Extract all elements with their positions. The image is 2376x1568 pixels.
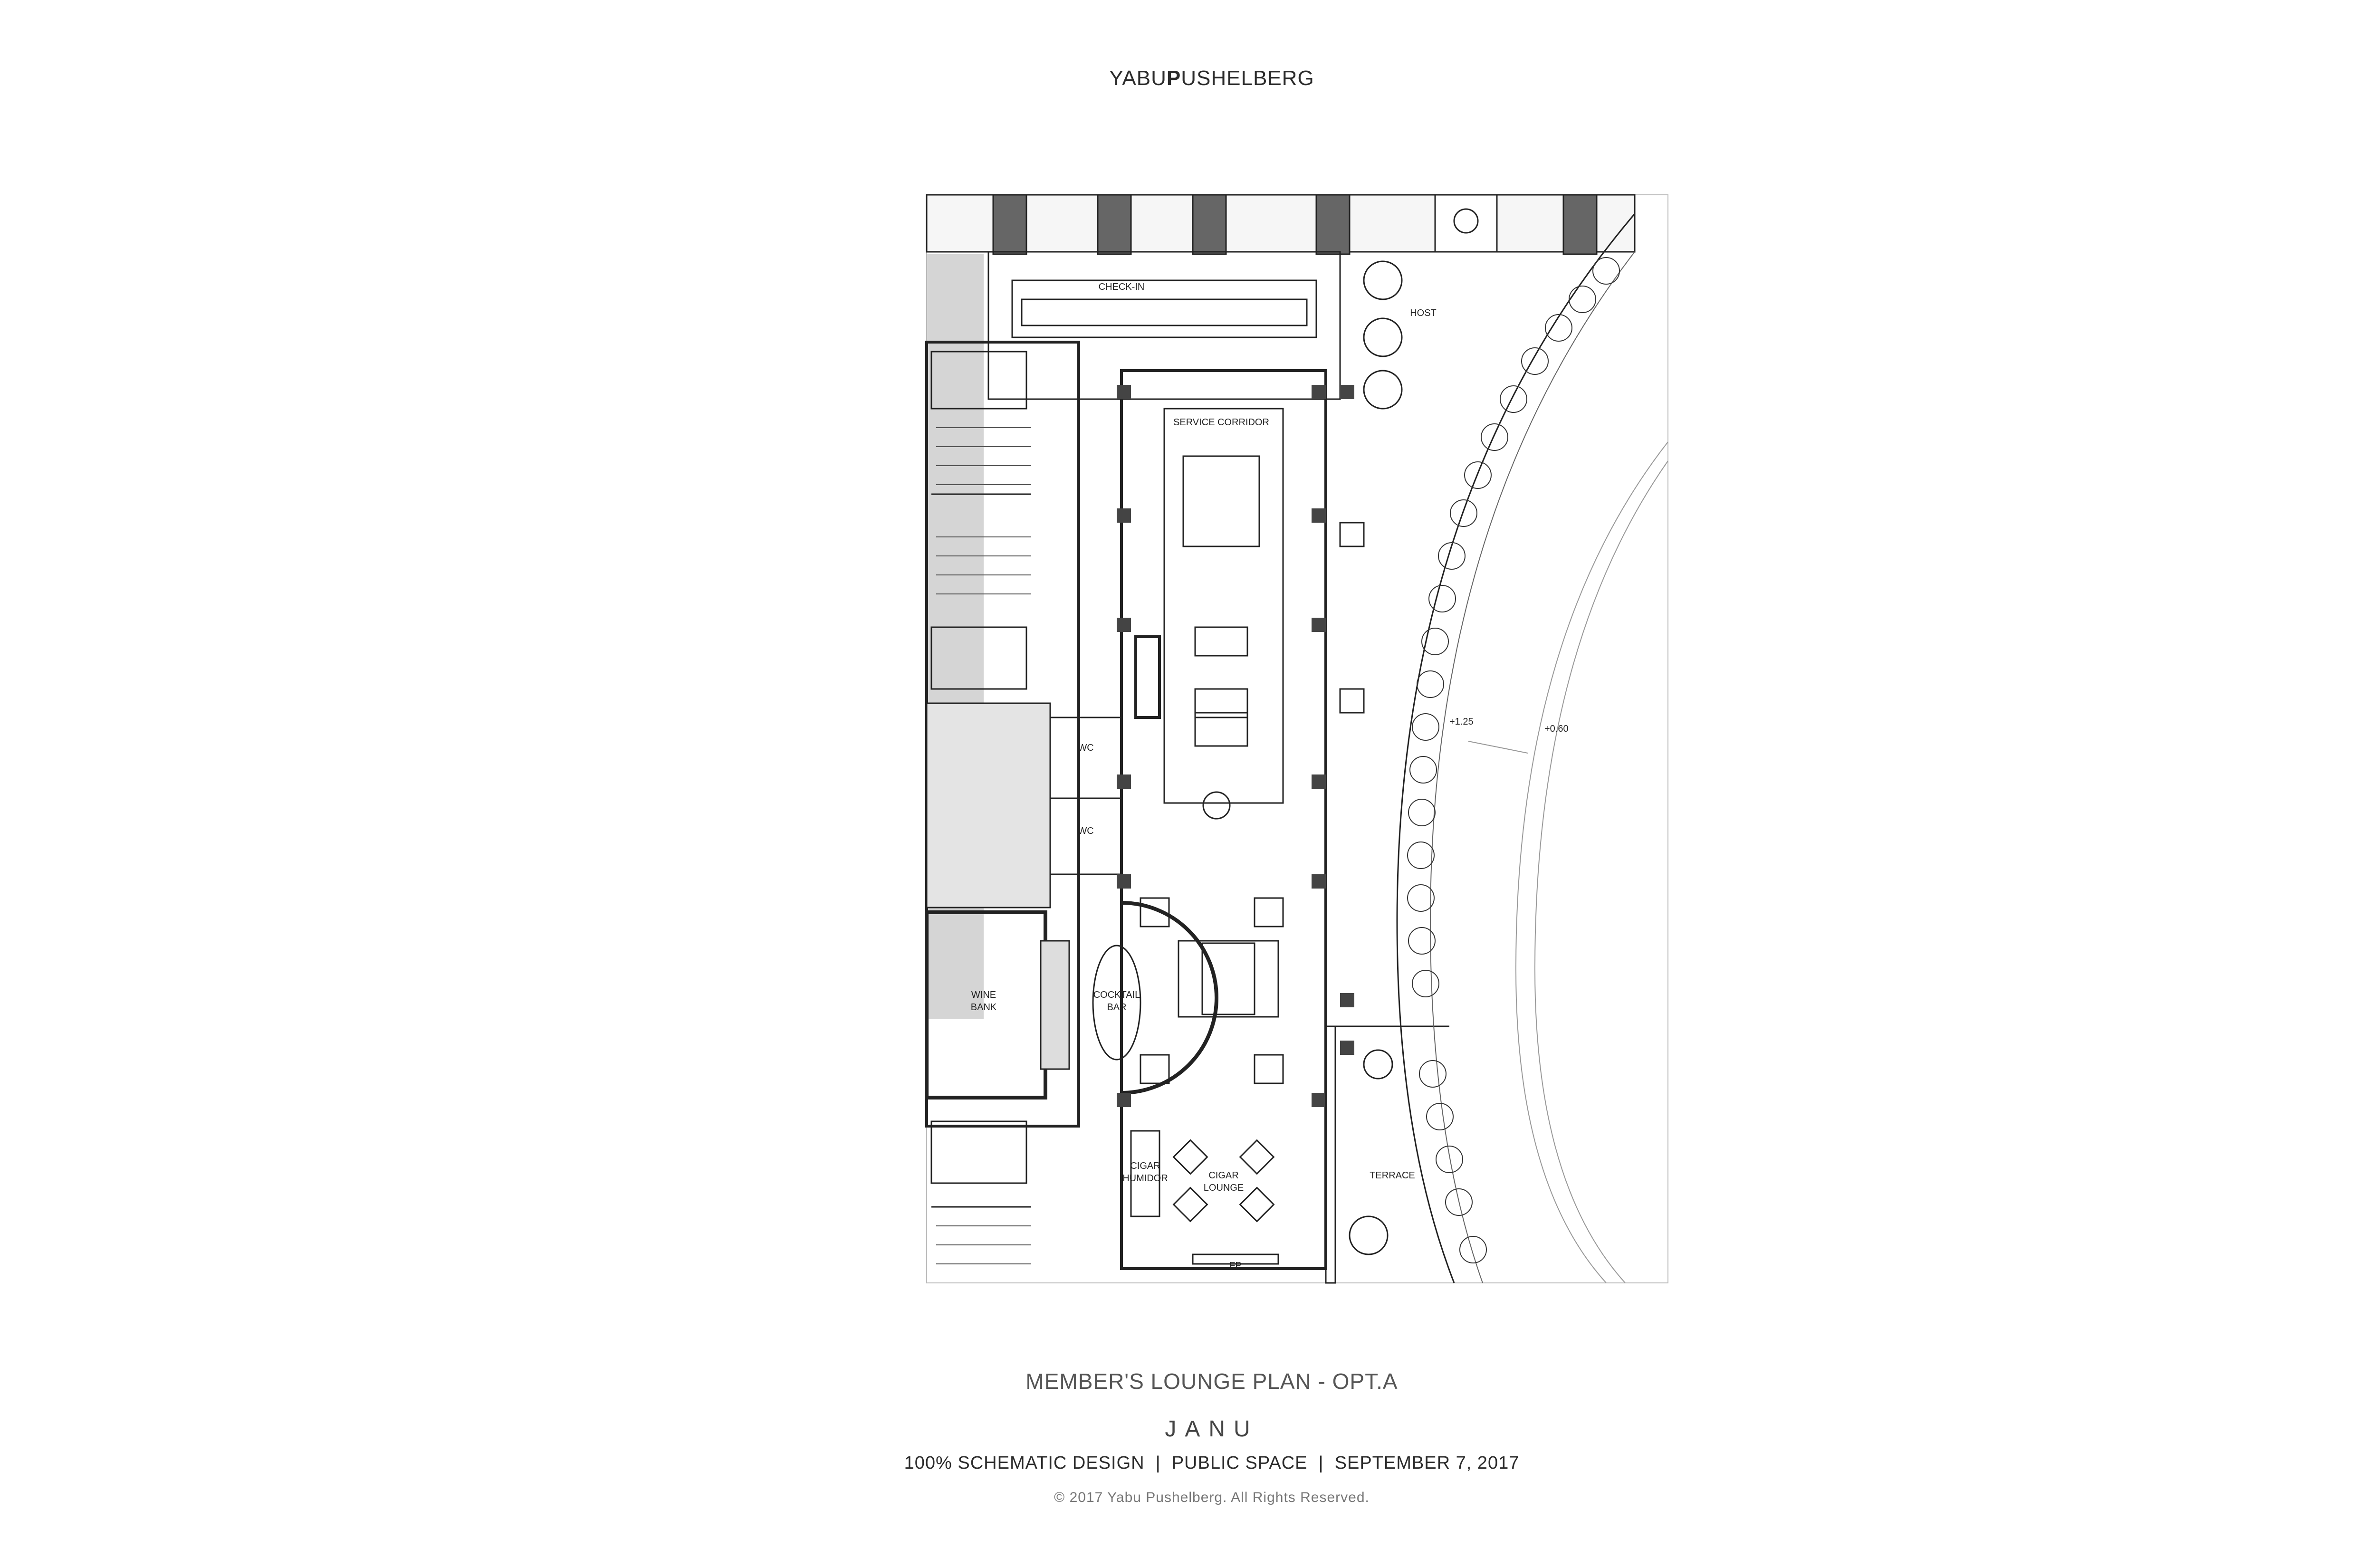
label-cigar-lounge-2: LOUNGE bbox=[1204, 1183, 1244, 1193]
label-level-1: +1.25 bbox=[1449, 717, 1474, 727]
plan-title: MEMBER'S LOUNGE PLAN - OPT.A bbox=[1025, 1369, 1398, 1394]
label-cocktail-bar-2: BAR bbox=[1107, 1002, 1126, 1013]
label-level-2: +0.60 bbox=[1544, 724, 1569, 734]
label-cigar-lounge-1: CIGAR bbox=[1208, 1170, 1238, 1181]
label-wc-2: WC bbox=[1078, 826, 1093, 836]
brand-logo: YABUPUSHELBERG bbox=[1109, 67, 1314, 90]
label-wine-bank-2: BANK bbox=[971, 1002, 997, 1013]
label-service-corridor: SERVICE CORRIDOR bbox=[1173, 417, 1269, 428]
label-fp: FP bbox=[1229, 1261, 1242, 1271]
label-cocktail-bar-1: COCKTAIL bbox=[1093, 990, 1140, 1000]
label-terrace: TERRACE bbox=[1370, 1170, 1415, 1181]
copyright-notice: © 2017 Yabu Pushelberg. All Rights Reser… bbox=[1054, 1490, 1370, 1505]
label-cigar-humidor-1: CIGAR bbox=[1130, 1161, 1160, 1171]
label-wine-bank-1: WINE bbox=[971, 990, 996, 1000]
label-wc-1: WC bbox=[1078, 743, 1093, 753]
plan-subtitle: 100% SCHEMATIC DESIGN | PUBLIC SPACE | S… bbox=[904, 1453, 1520, 1473]
label-check-in: CHECK-IN bbox=[1099, 282, 1145, 292]
label-cigar-humidor-2: HUMIDOR bbox=[1122, 1173, 1168, 1184]
floor-plan-drawing: CHECK-IN HOST SERVICE CORRIDOR WC WC WIN… bbox=[925, 194, 1668, 1284]
project-name: JANU bbox=[1165, 1416, 1259, 1442]
label-host: HOST bbox=[1410, 308, 1437, 318]
